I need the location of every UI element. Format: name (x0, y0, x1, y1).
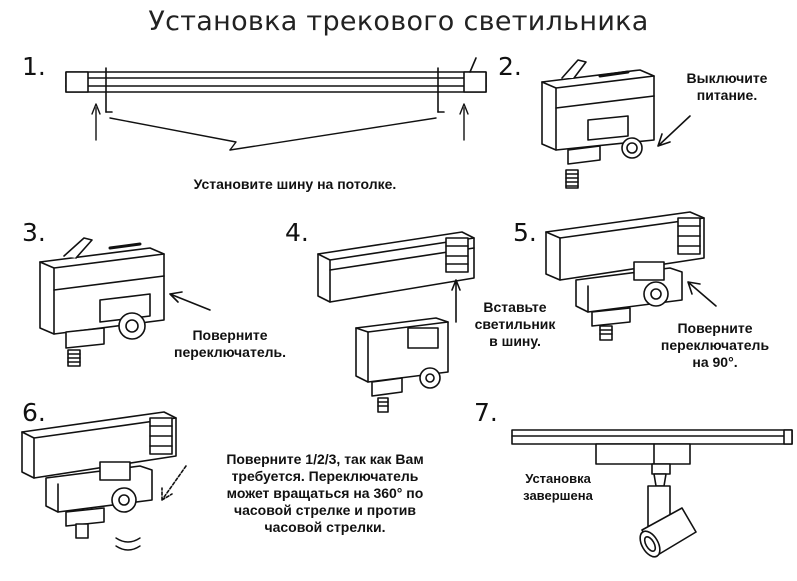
step-2-adapter (542, 60, 654, 188)
step-2-caption-line: питание. (696, 87, 758, 103)
step-6-caption-line: Поверните 1/2/3, так как Вам (226, 451, 424, 467)
step-4-caption-line: светильник (474, 316, 556, 332)
step-6-number: 6. (22, 398, 46, 427)
step-4-arrow (452, 280, 460, 322)
step-2-number: 2. (498, 52, 522, 81)
step-2-arrow (658, 116, 690, 146)
step-2-caption-line: Выключите (686, 70, 768, 86)
step-7-caption-line: Установка (525, 471, 591, 486)
step-6-rotation-icon (116, 538, 140, 550)
step-5-number: 5. (513, 218, 537, 247)
step-6-caption-line: часовой стрелке и против (233, 502, 417, 518)
step-7-number: 7. (474, 398, 498, 427)
step-1-caption: Установите шину на потолке. (150, 176, 440, 193)
step-7-spotlight (596, 444, 696, 560)
step-7-caption: Установка завершена (508, 470, 608, 504)
step-1-caption-line: Установите шину на потолке. (193, 176, 397, 192)
step-6-caption-line: часовой стрелки. (264, 519, 386, 535)
step-4-adapter (356, 318, 448, 412)
step-7-rail (512, 430, 792, 444)
step-7-caption-line: завершена (523, 488, 593, 503)
step-6-adapter (46, 462, 152, 538)
step-6-caption-line: требуется. Переключатель (231, 468, 419, 484)
step-6-rail (22, 412, 176, 478)
step-4-caption: Вставьте светильник в шину. (460, 299, 570, 350)
step-5-rail (546, 212, 704, 280)
step-1-track-rail (66, 58, 486, 112)
step-4-caption-line: в шину. (489, 333, 541, 349)
step-6-caption: Поверните 1/2/3, так как Вам требуется. … (190, 451, 460, 536)
step-3-caption-line: переключатель. (173, 344, 287, 360)
step-3-caption: Поверните переключатель. (160, 327, 300, 361)
step-3-adapter (40, 238, 164, 366)
step-6-arrow (162, 466, 186, 500)
step-5-caption: Поверните переключатель на 90°. (650, 320, 780, 371)
step-3-caption-line: Поверните (192, 327, 268, 343)
step-6-caption-line: может вращаться на 360° по (226, 485, 424, 501)
step-5-adapter (576, 262, 682, 340)
step-5-caption-line: переключатель (660, 337, 770, 353)
diagram-title: Установка трекового светильника (148, 6, 649, 37)
step-3-arrow (170, 292, 210, 310)
step-4-rail (318, 232, 474, 302)
step-4-number: 4. (285, 218, 309, 247)
step-5-arrow (688, 282, 716, 306)
step-5-caption-line: Поверните (677, 320, 753, 336)
step-5-caption-line: на 90°. (692, 354, 738, 370)
step-2-caption: Выключите питание. (672, 70, 782, 104)
step-1-number: 1. (22, 52, 46, 81)
step-3-number: 3. (22, 218, 46, 247)
step-4-caption-line: Вставьте (483, 299, 547, 315)
step-1-arrows (92, 104, 468, 150)
